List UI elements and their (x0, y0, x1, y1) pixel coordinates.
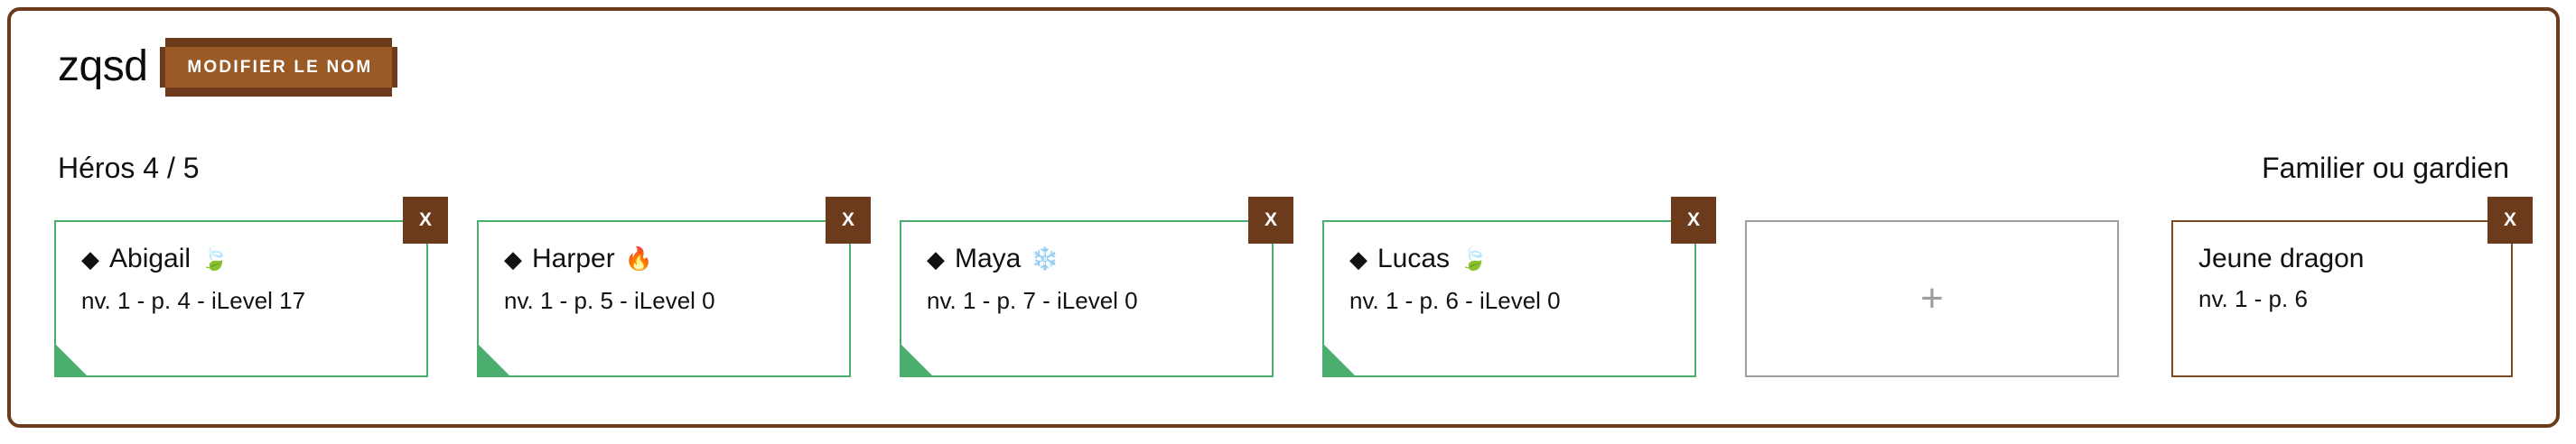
companion-section-label: Familier ou gardien (2262, 152, 2509, 184)
remove-hero-button[interactable]: X (1671, 197, 1716, 244)
hero-name-row: ◆ Lucas 🍃 (1349, 245, 1694, 273)
hero-card[interactable]: X ◆ Maya ❄️ nv. 1 - p. 7 - iLevel 0 (900, 197, 1293, 377)
hero-stats: nv. 1 - p. 5 - iLevel 0 (504, 287, 715, 314)
hero-stats: nv. 1 - p. 6 - iLevel 0 (1349, 287, 1561, 314)
companion-name: Jeune dragon (2198, 244, 2365, 273)
plus-icon: + (1920, 276, 1944, 320)
element-icon: 🍃 (201, 245, 229, 272)
add-hero-slot[interactable]: + (1745, 220, 2119, 377)
companion-cards-row: X Jeune dragon nv. 1 - p. 6 (2171, 197, 2533, 377)
hero-name-row: ◆ Abigail 🍃 (81, 245, 426, 273)
remove-companion-button[interactable]: X (2487, 197, 2533, 244)
heroes-section-label: Héros 4 / 5 (58, 152, 200, 184)
hero-card[interactable]: X ◆ Harper 🔥 nv. 1 - p. 5 - iLevel 0 (477, 197, 871, 377)
hero-name-row: ◆ Harper 🔥 (504, 245, 849, 273)
hero-name: Harper (532, 244, 615, 273)
group-panel: zqsd MODIFIER LE NOM Héros 4 / 5 Familie… (7, 7, 2560, 428)
hero-stats: nv. 1 - p. 7 - iLevel 0 (927, 287, 1138, 314)
group-header: zqsd MODIFIER LE NOM (58, 37, 398, 97)
rarity-gem-icon: ◆ (1349, 245, 1367, 273)
hero-card[interactable]: X ◆ Lucas 🍃 nv. 1 - p. 6 - iLevel 0 (1322, 197, 1716, 377)
hero-name: Abigail (109, 244, 191, 273)
element-icon: 🍃 (1460, 245, 1489, 272)
companion-card[interactable]: X Jeune dragon nv. 1 - p. 6 (2171, 197, 2533, 377)
element-icon: 🔥 (624, 245, 653, 272)
hero-name: Lucas (1377, 244, 1451, 273)
rarity-gem-icon: ◆ (81, 245, 99, 273)
hero-name-row: ◆ Maya ❄️ (927, 245, 1272, 273)
rarity-gem-icon: ◆ (504, 245, 522, 273)
hero-stats: nv. 1 - p. 4 - iLevel 17 (81, 287, 306, 314)
hero-name: Maya (955, 244, 1022, 273)
hero-card[interactable]: X ◆ Abigail 🍃 nv. 1 - p. 4 - iLevel 17 (54, 197, 448, 377)
corner-triangle-marker (56, 345, 87, 375)
group-title: zqsd (58, 42, 148, 90)
companion-name-row: Jeune dragon (2198, 245, 2511, 273)
corner-triangle-marker (901, 345, 932, 375)
remove-hero-button[interactable]: X (1248, 197, 1293, 244)
rarity-gem-icon: ◆ (927, 245, 945, 273)
corner-triangle-marker (1324, 345, 1355, 375)
hero-cards-row: X ◆ Abigail 🍃 nv. 1 - p. 4 - iLevel 17 X… (54, 197, 2119, 377)
element-icon: ❄️ (1031, 245, 1059, 272)
companion-stats: nv. 1 - p. 6 (2198, 285, 2308, 312)
remove-hero-button[interactable]: X (403, 197, 448, 244)
rename-group-button[interactable]: MODIFIER LE NOM (160, 37, 398, 97)
remove-hero-button[interactable]: X (826, 197, 871, 244)
corner-triangle-marker (479, 345, 509, 375)
